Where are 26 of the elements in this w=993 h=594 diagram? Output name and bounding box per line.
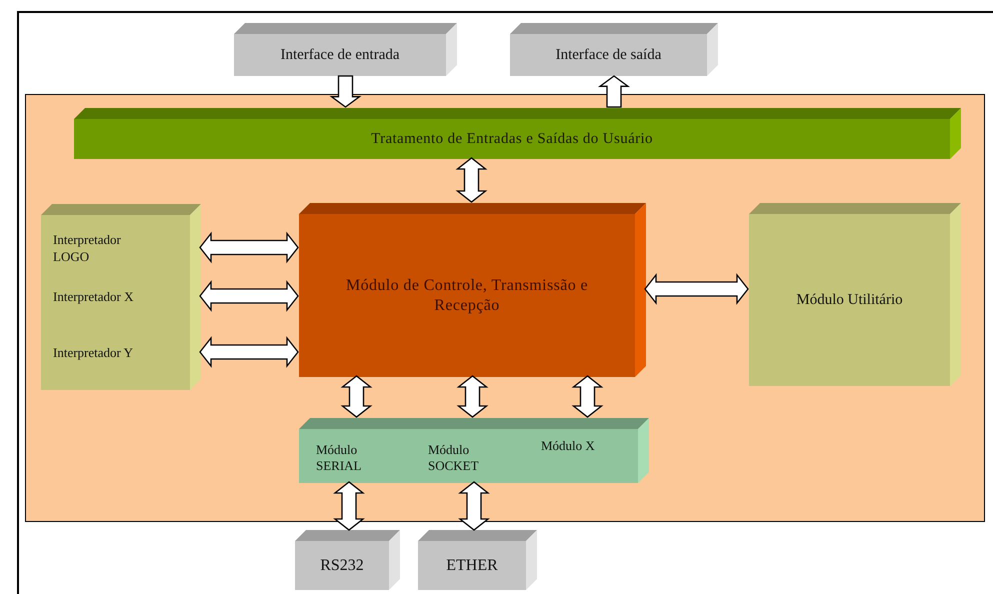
block-label: Tratamento de Entradas e Saídas do Usuário — [371, 130, 653, 148]
block-label: Interpretador X — [53, 288, 134, 306]
double-block-arrow — [644, 273, 749, 305]
block-label: Módulo Utilitário — [796, 290, 903, 310]
block-arrow — [330, 75, 362, 108]
double-block-arrow — [199, 336, 299, 368]
block-label: Módulo X — [541, 438, 595, 454]
panel-background — [25, 94, 985, 522]
double-block-arrow — [333, 481, 365, 531]
double-block-arrow — [456, 157, 488, 203]
block-label: Módulo SERIAL — [316, 442, 362, 474]
double-block-arrow — [456, 375, 488, 418]
double-block-arrow — [572, 375, 604, 418]
double-block-arrow — [340, 375, 372, 418]
double-block-arrow — [458, 481, 490, 531]
double-block-arrow — [199, 232, 299, 264]
block-label: Interface de saída — [556, 46, 662, 64]
block-label: ETHER — [446, 556, 498, 576]
double-block-arrow — [199, 280, 299, 312]
block-label: Módulo SOCKET — [428, 442, 480, 474]
block-label: Interface de entrada — [280, 46, 400, 64]
block-label: Interpretador Y — [53, 344, 134, 362]
block-label: RS232 — [320, 556, 364, 576]
block-label: Interpretador LOGO — [53, 232, 122, 265]
block-arrow — [598, 75, 630, 108]
block-label: Módulo de Controle, Transmissão e Recepção — [344, 276, 590, 316]
